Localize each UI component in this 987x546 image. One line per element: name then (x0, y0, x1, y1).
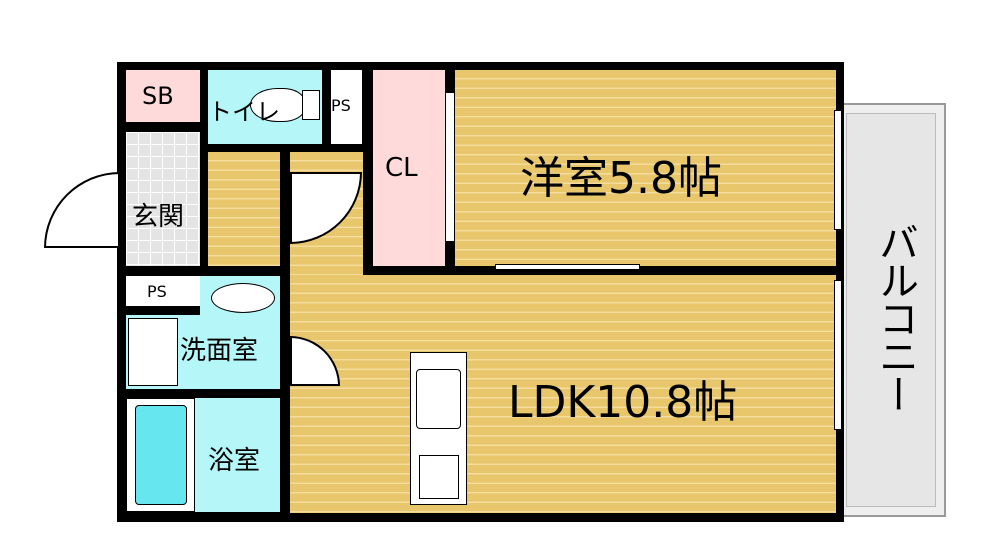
window-western (834, 110, 842, 230)
hallway (208, 152, 280, 266)
washbasin-icon (211, 283, 275, 313)
toilet-tank-icon (302, 90, 320, 120)
washing-machine-icon (128, 318, 178, 386)
pipe-space-top (331, 70, 362, 144)
sink-icon (416, 369, 461, 429)
washroom-label: 洗面室 (180, 336, 259, 366)
toilet-label: トイレ (208, 98, 280, 126)
balcony (838, 103, 946, 517)
entrance-label: 玄関 (132, 202, 185, 232)
western-room (455, 70, 836, 266)
western-room-label: 洋室5.8帖 (520, 153, 722, 204)
ldk-label: LDK10.8帖 (508, 377, 738, 428)
stove-icon (419, 455, 459, 499)
entrance-door (44, 172, 120, 248)
entrance (126, 132, 200, 266)
bathroom-label: 浴室 (208, 446, 261, 476)
pipe-space-lower (126, 276, 200, 306)
shoe-box (126, 70, 200, 122)
balcony-label: バルコニー (872, 222, 918, 412)
toilet-icon (250, 88, 305, 122)
kitchen-counter (410, 352, 467, 505)
bathtub-basin (135, 405, 187, 505)
window-ldk (834, 280, 842, 430)
ps-top-label: PS (331, 96, 351, 115)
bathtub (126, 398, 195, 512)
closet-door (445, 92, 455, 242)
sb-label: SB (142, 82, 174, 110)
closet (373, 70, 445, 266)
ldk (290, 275, 836, 513)
bathroom (195, 398, 280, 512)
sliding-door-western (495, 264, 640, 270)
ps-lower-label: PS (147, 282, 167, 301)
closet-label: CL (385, 153, 418, 183)
